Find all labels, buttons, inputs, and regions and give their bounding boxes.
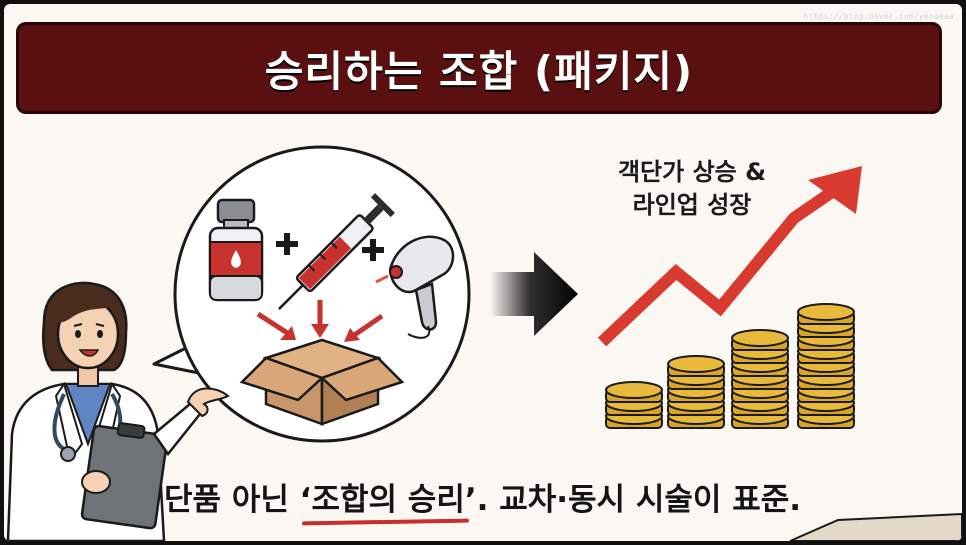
caption-suffix: . 교차·동시 시술이 표준. <box>476 482 802 518</box>
down-arrow-icons <box>256 300 384 342</box>
package-box-icon <box>239 338 405 426</box>
caption-highlight: ‘조합의 승리’ <box>299 482 477 518</box>
coin-stack <box>797 303 855 429</box>
infographic-canvas: https://blog.naver.com/yeoaaaa 승리하는 조합 (… <box>4 4 962 541</box>
coin-stack <box>667 355 725 429</box>
syringe-icon <box>278 193 395 310</box>
watermark-url: https://blog.naver.com/yeoaaaa <box>803 12 954 21</box>
rising-trend-arrow-icon <box>597 166 862 347</box>
medicine-vial-icon <box>208 198 264 302</box>
coin-stack <box>605 381 663 429</box>
handpiece-device-icon <box>375 235 455 339</box>
doctor-character <box>6 281 230 541</box>
caption: 단품 아닌 ‘조합의 승리’. 교차·동시 시술이 표준. <box>164 474 801 519</box>
page-title: 승리하는 조합 (패키지) <box>264 46 694 96</box>
plus-sign <box>362 239 384 261</box>
caption-prefix: 단품 아닌 <box>164 482 300 518</box>
plus-sign <box>276 233 298 255</box>
coin-stacks <box>605 303 855 429</box>
corner-paper <box>789 512 962 541</box>
growth-label-line1: 객단가 상승 & <box>617 158 767 186</box>
coin-stack <box>731 329 789 429</box>
growth-label-line2: 라인업 성장 <box>632 191 752 219</box>
illustration-layer <box>6 145 962 541</box>
right-arrow-icon <box>490 252 578 336</box>
growth-label: 객단가 상승 & 라인업 성장 <box>592 156 792 222</box>
title-banner: 승리하는 조합 (패키지) <box>16 22 942 114</box>
